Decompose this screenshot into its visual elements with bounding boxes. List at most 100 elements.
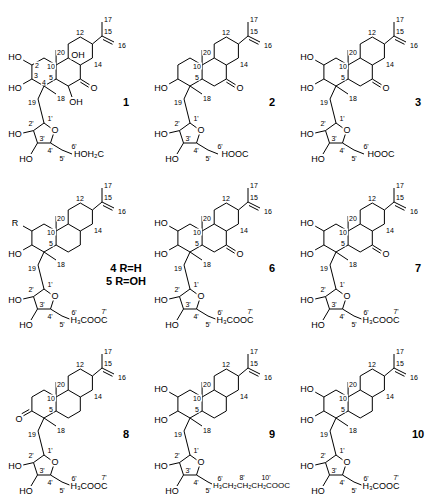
molecule-structure — [169, 22, 260, 154]
atom-number: 6' — [70, 309, 77, 316]
group-label: O — [196, 126, 205, 135]
bond-line — [92, 188, 102, 210]
atom-number: 18 — [56, 95, 66, 102]
bond-line — [360, 37, 384, 65]
atom-number: 5 — [48, 406, 54, 413]
atom-number: 5' — [350, 487, 357, 494]
atom-number: 8' — [238, 474, 245, 481]
atom-number: 20 — [202, 381, 212, 388]
bond-line — [330, 86, 336, 123]
atom-number: 12 — [221, 361, 231, 368]
group-label: H₃CH₂CH₂CH₂COOC — [212, 482, 291, 490]
bond-line — [395, 206, 405, 211]
atom-number: 15 — [249, 28, 259, 35]
substituent-bond — [315, 245, 324, 250]
bond-line — [330, 418, 336, 455]
bond-line — [56, 58, 80, 86]
bond-line — [384, 354, 394, 376]
group-label: HO — [299, 219, 315, 228]
compound-number: 7 — [414, 263, 422, 274]
bond-line — [68, 369, 92, 397]
atom-number: 4' — [338, 147, 345, 154]
atom-number: 16 — [117, 42, 127, 49]
atom-number: 14 — [385, 227, 395, 234]
atom-number: 12 — [75, 361, 85, 368]
atom-number: 2' — [173, 120, 180, 127]
atom-number: 10 — [192, 395, 202, 402]
atom-number: 7' — [392, 474, 399, 481]
atom-number: 2' — [319, 452, 326, 459]
atom-number: 14 — [385, 61, 395, 68]
atom-number: 19 — [319, 431, 329, 438]
bond-line — [184, 86, 190, 123]
atom-number: 17 — [249, 182, 259, 189]
substituent-bond — [323, 309, 330, 320]
atom-number: 12 — [221, 29, 231, 36]
bond-line — [214, 203, 238, 231]
group-label: HO — [299, 84, 315, 93]
atom-number: 19 — [319, 99, 329, 106]
bond-line — [184, 252, 190, 289]
substituent-bond — [169, 245, 178, 250]
substituent-bond — [68, 86, 72, 97]
compound-number: 10 — [411, 429, 425, 440]
atom-number: 10' — [260, 474, 271, 481]
bond-line — [178, 58, 202, 86]
atom-number: 14 — [239, 393, 249, 400]
substituent-bond — [31, 309, 38, 320]
atom-number: 14 — [239, 227, 249, 234]
atom-number: 16 — [117, 208, 127, 215]
substituent-bond — [315, 60, 324, 65]
atom-number: 7' — [100, 308, 107, 315]
atom-number: 5' — [204, 487, 211, 494]
compound-number: 4 R=H — [109, 263, 143, 274]
substituent-bond — [169, 392, 178, 397]
compound-number: 9 — [268, 429, 276, 440]
group-label: HO — [7, 130, 23, 139]
atom-number: 20 — [56, 381, 66, 388]
substituent-bond — [354, 150, 364, 154]
atom-number: 16 — [117, 374, 127, 381]
atom-number: 2' — [173, 286, 180, 293]
atom-number: 2' — [173, 452, 180, 459]
atom-number: 15 — [103, 194, 113, 201]
atom-number: 18 — [348, 427, 358, 434]
bond-line — [348, 224, 372, 252]
bond-line — [384, 188, 394, 210]
atom-number: 16 — [263, 42, 273, 49]
atom-number: 15 — [395, 194, 405, 201]
atom-number: 18 — [348, 261, 358, 268]
bond-line — [395, 372, 405, 377]
group-label: HO — [299, 462, 315, 471]
molecule-structure — [22, 354, 114, 486]
group-label: O — [342, 292, 351, 301]
atom-number: 5' — [58, 487, 65, 494]
atom-number: 20 — [56, 49, 66, 56]
substituent-bond — [315, 392, 324, 397]
atom-number: 5' — [350, 321, 357, 328]
group-label: HO — [164, 155, 180, 164]
group-label: HO — [18, 155, 34, 164]
atom-number: 12 — [75, 29, 85, 36]
atom-number: 10 — [46, 395, 56, 402]
group-label: O — [89, 84, 98, 93]
atom-number: 5 — [340, 240, 346, 247]
compound-number: 3 — [414, 97, 422, 108]
atom-number: 17 — [395, 182, 405, 189]
group-label: HO — [18, 487, 34, 496]
group-label: HO — [153, 130, 169, 139]
atom-number: 5' — [58, 155, 65, 162]
substituent-bond — [23, 60, 32, 65]
atom-number: 18 — [348, 95, 358, 102]
atom-number: 6' — [362, 475, 369, 482]
atom-number: 19 — [319, 265, 329, 272]
bond-line — [248, 36, 260, 42]
atom-number: 1' — [338, 115, 345, 122]
bond-line — [38, 86, 44, 123]
substituent-bond — [177, 475, 184, 486]
atom-number: 12 — [221, 195, 231, 202]
substituent-bond — [169, 411, 178, 416]
group-label: O — [50, 458, 59, 467]
atom-number: 6' — [216, 143, 223, 150]
atom-number: 17 — [103, 182, 113, 189]
